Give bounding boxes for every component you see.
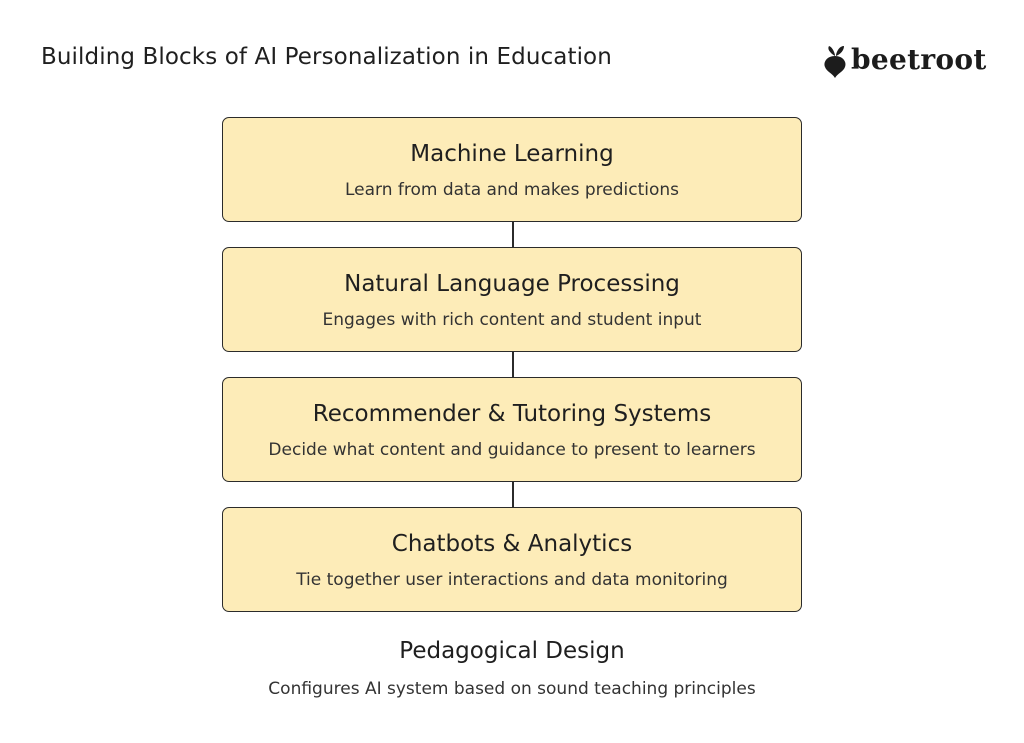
block-description: Tie together user interactions and data … (296, 570, 728, 590)
block-title: Natural Language Processing (344, 271, 680, 297)
block-title: Recommender & Tutoring Systems (312, 401, 712, 427)
foundation-description: Configures AI system based on sound teac… (268, 679, 756, 699)
block-natural-language-processing: Natural Language Processing Engages with… (222, 247, 802, 352)
foundation-title: Pedagogical Design (399, 638, 625, 664)
block-recommender-tutoring: Recommender & Tutoring Systems Decide wh… (222, 377, 802, 482)
block-chatbots-analytics: Chatbots & Analytics Tie together user i… (222, 507, 802, 612)
block-title: Machine Learning (410, 141, 614, 167)
brand-logo: beetroot (821, 42, 987, 78)
block-description: Engages with rich content and student in… (322, 310, 702, 330)
block-description: Learn from data and makes predictions (344, 180, 680, 200)
brand-name: beetroot (851, 43, 987, 76)
connector-line (512, 222, 514, 247)
block-machine-learning: Machine Learning Learn from data and mak… (222, 117, 802, 222)
connector-line (512, 352, 514, 377)
connector-line (512, 482, 514, 507)
block-title: Chatbots & Analytics (391, 531, 633, 557)
block-description: Decide what content and guidance to pres… (268, 440, 756, 460)
page-title: Building Blocks of AI Personalization in… (41, 44, 612, 70)
beetroot-icon (824, 46, 846, 78)
